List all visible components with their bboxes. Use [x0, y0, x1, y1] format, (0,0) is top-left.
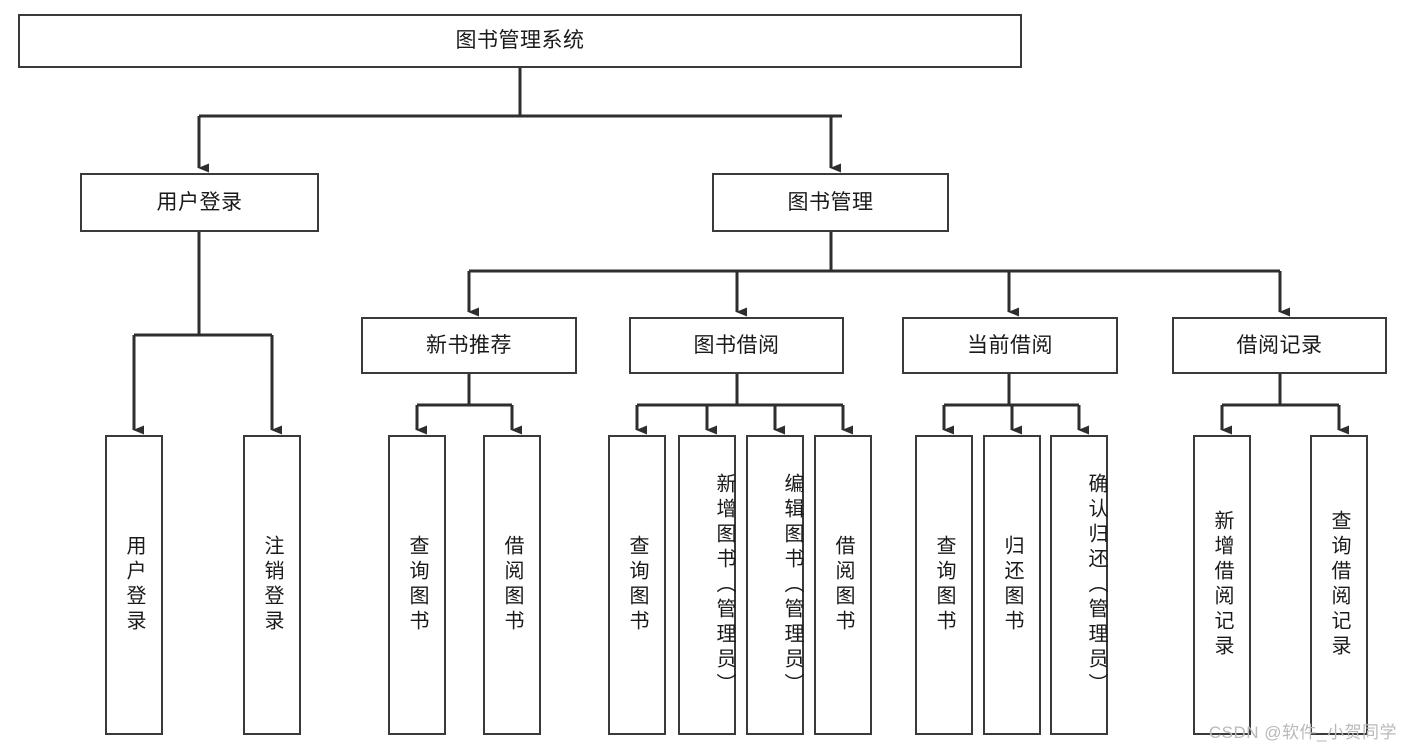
- node-leaf-query-record[interactable]: 查询借阅记录: [1310, 435, 1368, 735]
- node-book-manage[interactable]: 图书管理: [712, 173, 949, 232]
- node-leaf-edit-book[interactable]: 编辑图书（管理员）: [746, 435, 804, 735]
- node-current-borrow[interactable]: 当前借阅: [902, 317, 1118, 374]
- node-leaf-user-login[interactable]: 用户登录: [105, 435, 163, 735]
- csdn-watermark: CSDN @软件_小贺同学: [1208, 723, 1397, 742]
- node-borrow-record[interactable]: 借阅记录: [1172, 317, 1387, 374]
- node-root[interactable]: 图书管理系统: [18, 14, 1022, 68]
- node-new-book-recommend[interactable]: 新书推荐: [361, 317, 577, 374]
- node-leaf-confirm-return[interactable]: 确认归还（管理员）: [1050, 435, 1108, 735]
- node-user-login[interactable]: 用户登录: [80, 173, 319, 232]
- node-leaf-borrow-book-2[interactable]: 借阅图书: [814, 435, 872, 735]
- node-leaf-add-record[interactable]: 新增借阅记录: [1193, 435, 1251, 735]
- node-leaf-borrow-book-1[interactable]: 借阅图书: [483, 435, 541, 735]
- node-leaf-query-book-3[interactable]: 查询图书: [915, 435, 973, 735]
- node-leaf-user-logout[interactable]: 注销登录: [243, 435, 301, 735]
- node-leaf-return-book[interactable]: 归还图书: [983, 435, 1041, 735]
- node-book-borrow[interactable]: 图书借阅: [629, 317, 844, 374]
- node-leaf-query-book-1[interactable]: 查询图书: [388, 435, 446, 735]
- node-leaf-query-book-2[interactable]: 查询图书: [608, 435, 666, 735]
- node-leaf-add-book[interactable]: 新增图书（管理员）: [678, 435, 736, 735]
